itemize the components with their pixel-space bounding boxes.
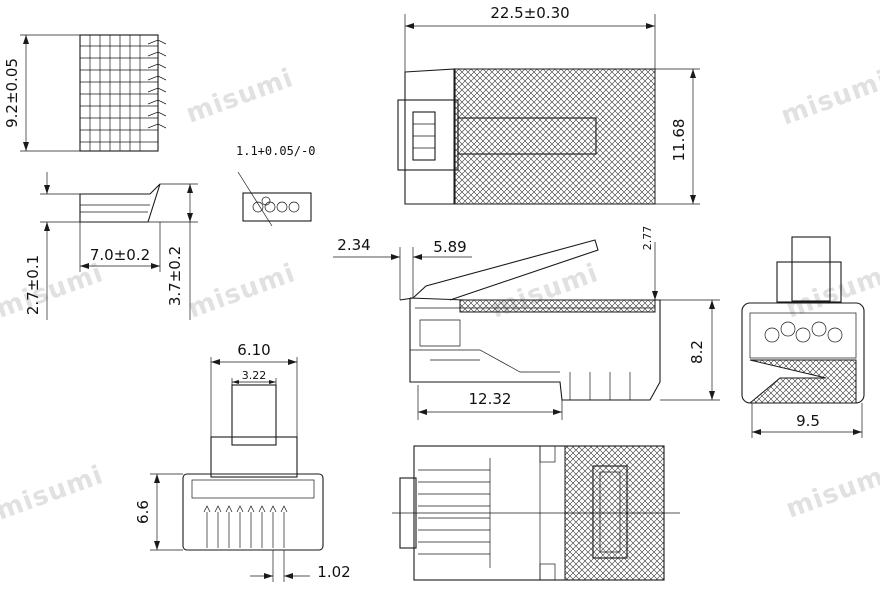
underside-view [392,445,680,581]
contact-stack-view: 9.2±0.05 [3,34,167,152]
watermark-5: misumi [0,258,108,324]
front-view: 6.10 3.22 6.6 1.02 [134,341,351,582]
dim-front-width-top: 6.10 [237,341,270,359]
watermark-1: misumi [182,63,298,129]
side-view: 2.34 5.89 2.77 12.32 8.2 [333,226,720,420]
dim-offset-b: 5.89 [433,238,466,256]
blade-view: 2.7±0.1 7.0±0.2 3.7±0.2 [24,172,198,320]
dim-blade-height-right: 3.7±0.2 [166,246,184,306]
dim-latch-width: 3.22 [242,369,267,382]
dim-blade-height-left: 2.7±0.1 [24,255,42,315]
dim-width-front: 9.5 [796,412,820,430]
dim-front-height: 6.6 [134,500,152,524]
dim-latch-height: 2.77 [641,226,654,251]
dim-offset-a: 2.34 [337,236,370,254]
dim-contact-stack: 9.2±0.05 [3,58,21,128]
dim-contact-pitch: 1.02 [317,563,350,581]
watermarks: misumi misumi misumi misumi misumi misum… [0,63,880,526]
dim-height-side: 11.68 [670,119,688,162]
end-view: 9.5 [741,236,865,438]
dim-overall-length: 22.5±0.30 [490,4,569,22]
dim-hole-dia: 1.1+0.05/-0 [236,144,315,158]
watermark-7: misumi [0,460,108,526]
watermark-2: misumi [777,65,880,131]
watermark-8: misumi [782,458,880,524]
dim-body-length: 12.32 [469,390,512,408]
watermark-3: misumi [184,258,300,324]
dim-body-height: 8.2 [688,340,706,364]
top-view: 22.5±0.30 11.68 [397,4,700,205]
dim-blade-length: 7.0±0.2 [90,246,150,264]
watermark-6: misumi [782,258,880,324]
hole-detail: 1.1+0.05/-0 [236,144,315,227]
